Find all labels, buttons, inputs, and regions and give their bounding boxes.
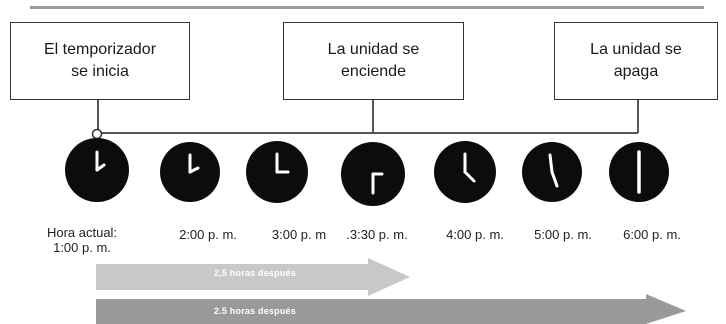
clock-1-icon <box>65 138 129 202</box>
event-unit-turns-off: La unidad se apaga <box>554 22 718 100</box>
clock-2-icon <box>160 142 220 202</box>
clock-6-icon <box>522 142 582 202</box>
time-label-6pm: 6:00 p. m. <box>623 227 681 242</box>
clock-5-icon <box>434 141 496 203</box>
time-label-3pm: 3:00 p. m <box>271 227 327 242</box>
time-label-5pm: 5:00 p. m. <box>534 227 592 242</box>
time-label-current: Hora actual: 1:00 p. m. <box>46 225 118 255</box>
clock-4-icon <box>341 142 405 206</box>
clock-3-icon <box>246 141 308 203</box>
timeline-start-dot <box>91 128 103 140</box>
time-label-4pm: 4:00 p. m. <box>446 227 504 242</box>
duration-arrow-2-label: 2.5 horas después <box>214 306 296 316</box>
event-timer-starts: El temporizador se inicia <box>10 22 190 100</box>
event-unit-turns-on: La unidad se enciende <box>283 22 464 100</box>
time-label-330pm: .3:30 p. m. <box>346 227 408 242</box>
duration-arrow-1 <box>96 258 410 296</box>
top-divider <box>30 6 704 9</box>
clock-7-icon <box>609 142 669 202</box>
duration-arrow-1-label: 2,5 horas después <box>214 268 296 278</box>
time-label-2pm: 2:00 p. m. <box>179 227 237 242</box>
duration-arrow-2 <box>96 294 686 324</box>
